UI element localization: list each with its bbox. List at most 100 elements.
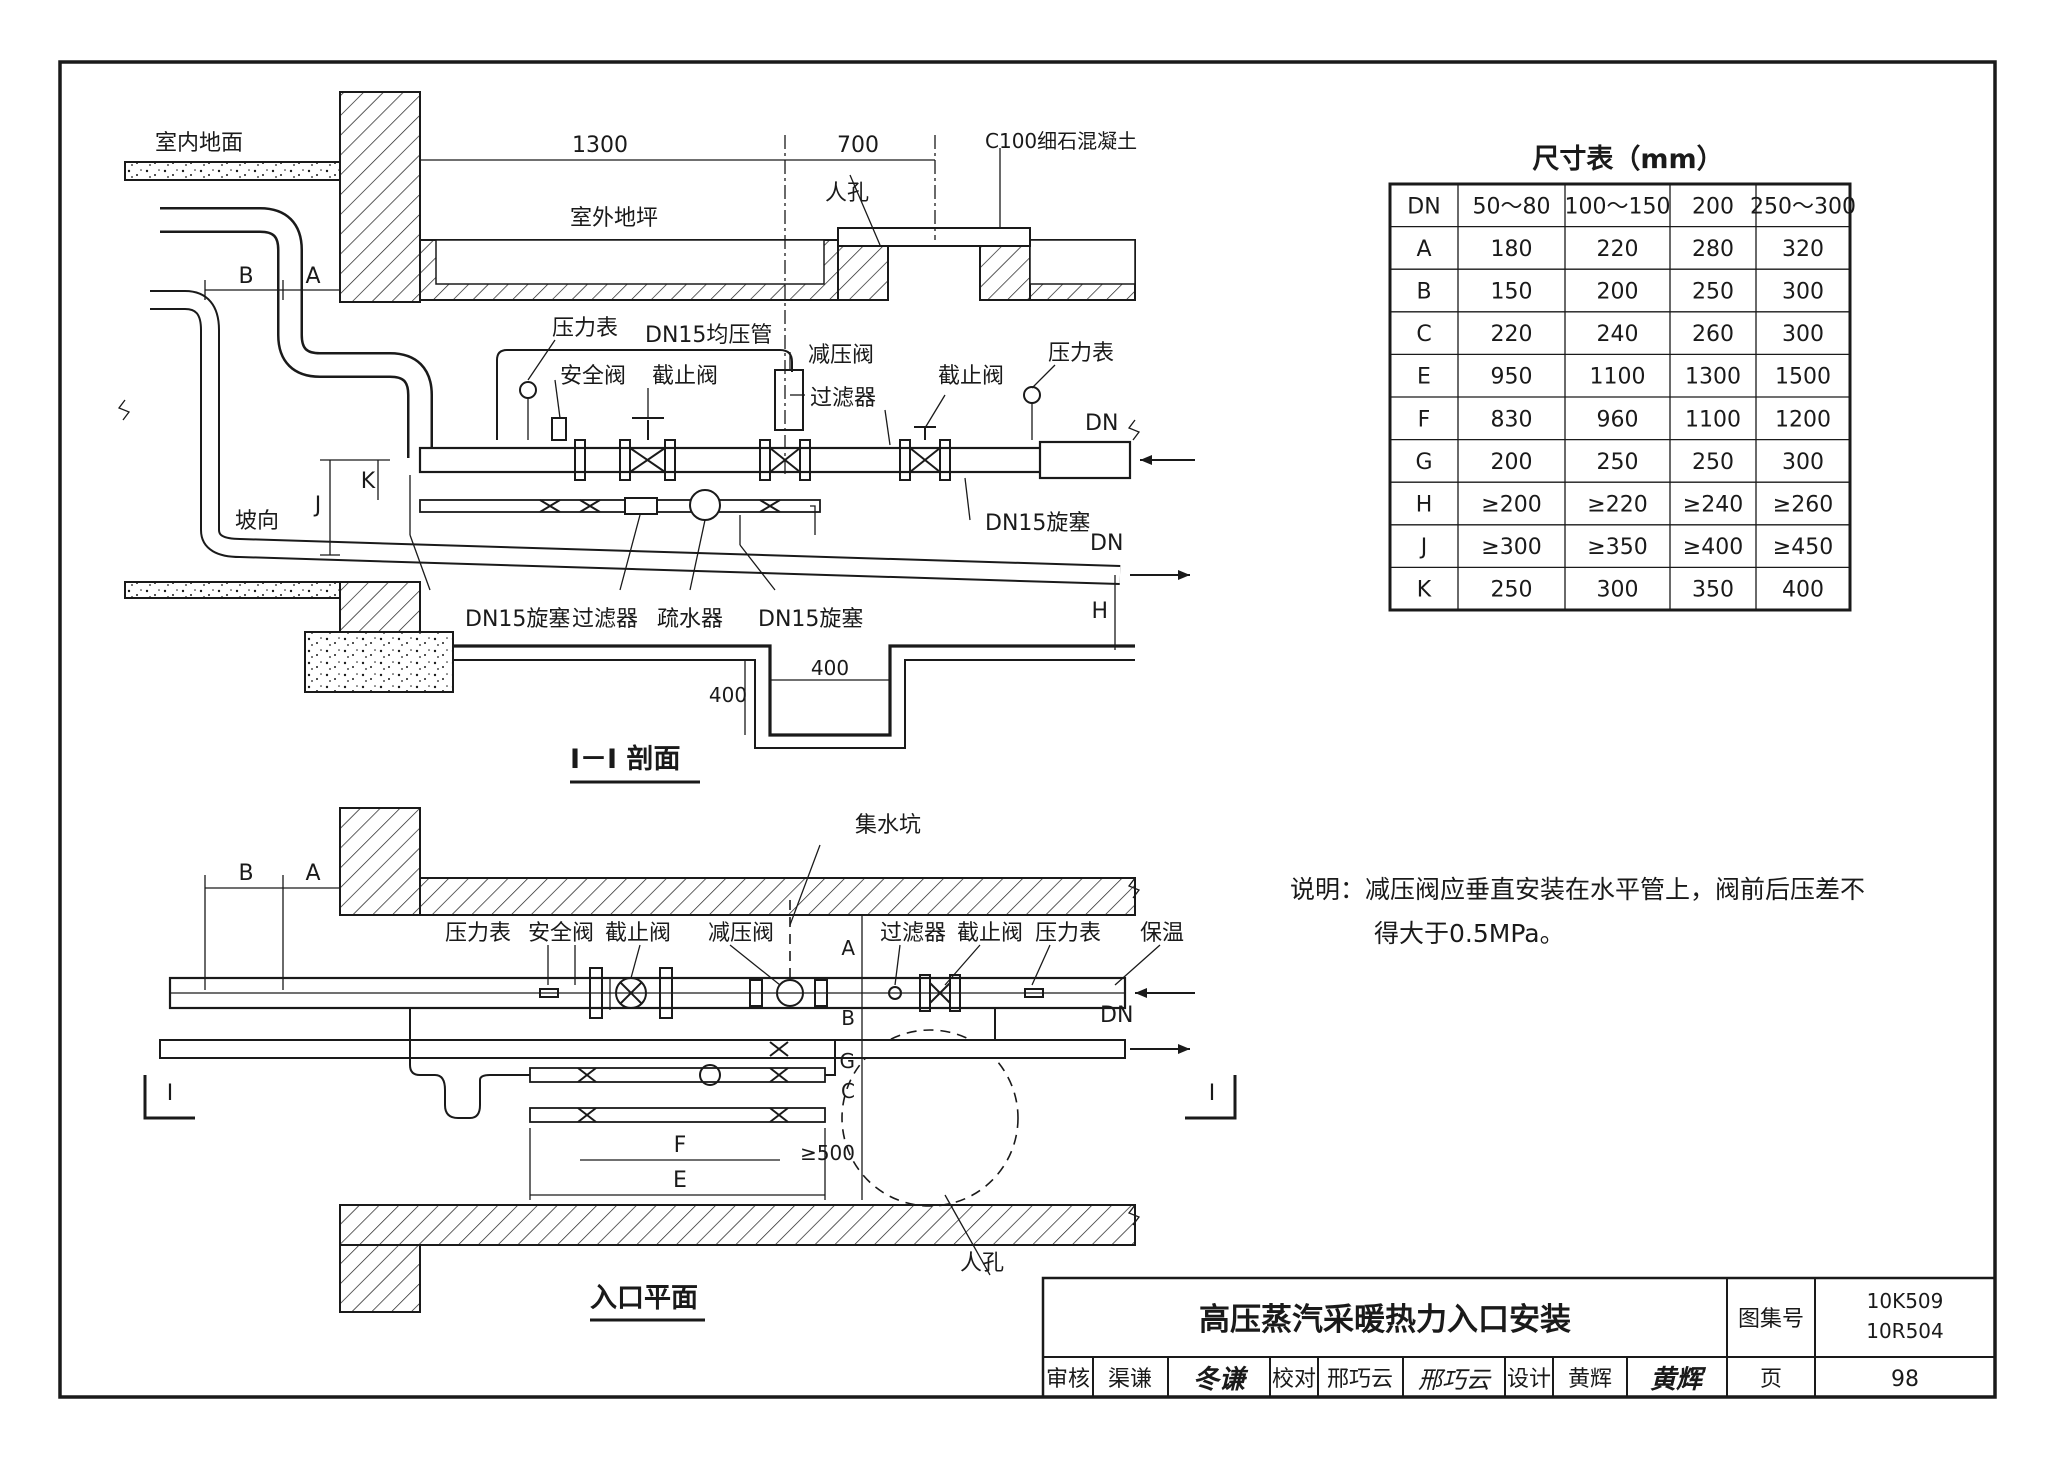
section-view-title: I－I 剖面 <box>570 743 681 775</box>
section-mark-left: I <box>167 1081 174 1106</box>
check-label: 校对 <box>1272 1367 1316 1392</box>
section-mark-right: I <box>1209 1081 1216 1106</box>
dim-700: 700 <box>837 133 879 158</box>
table-cell: J <box>1419 535 1428 560</box>
section-view: 1300 700 B A J K H 400 400 <box>117 91 1195 784</box>
table-cell: 240 <box>1597 322 1639 347</box>
table-header-cell: 250～300 <box>1750 194 1856 219</box>
dim-1300: 1300 <box>572 133 628 158</box>
label-plan-dn: DN <box>1100 1003 1133 1028</box>
table-cell: E <box>1417 365 1431 390</box>
design-label: 设计 <box>1507 1367 1551 1392</box>
table-cell: 350 <box>1692 578 1734 603</box>
table-cell: 950 <box>1491 365 1533 390</box>
table-cell: 400 <box>1782 578 1824 603</box>
label-manhole: 人孔 <box>825 181 869 206</box>
label-slope: 坡向 <box>235 509 279 534</box>
label-indoor-floor: 室内地面 <box>155 131 243 156</box>
table-cell: 280 <box>1692 237 1734 262</box>
dim-A-plan: A <box>305 861 320 886</box>
table-cell: 300 <box>1782 450 1824 475</box>
checker-name: 邢巧云 <box>1327 1367 1393 1392</box>
table-header-cell: 200 <box>1692 194 1734 219</box>
table-cell: 1500 <box>1775 365 1831 390</box>
label-cock-2: DN15旋塞 <box>465 607 570 632</box>
dim-B-plan: B <box>238 861 253 886</box>
table-cell: B <box>1416 280 1431 305</box>
table-cell: 300 <box>1597 578 1639 603</box>
dim-G: G <box>840 1049 856 1073</box>
label-concrete: C100细石混凝土 <box>985 129 1137 153</box>
label-pressure-gauge-2: 压力表 <box>1048 341 1114 366</box>
table-cell: 250 <box>1597 450 1639 475</box>
table-cell: ≥200 <box>1481 493 1541 518</box>
atlas-no-2: 10R504 <box>1866 1319 1944 1343</box>
table-cell: H <box>1416 493 1433 518</box>
table-header-cell: DN <box>1407 194 1440 219</box>
table-cell: 320 <box>1782 237 1824 262</box>
dim-B-plan-v: B <box>841 1006 855 1030</box>
table-title: 尺寸表（mm） <box>1532 144 1723 175</box>
table-cell: 250 <box>1692 450 1734 475</box>
table-cell: 300 <box>1782 322 1824 347</box>
table-cell: 150 <box>1491 280 1533 305</box>
installation-note: 说明：减压阀应垂直安装在水平管上，阀前后压差不 得大于0.5MPa。 <box>1290 868 1980 956</box>
label-pressure-gauge: 压力表 <box>552 316 618 341</box>
dim-E: E <box>673 1168 687 1193</box>
table-header-cell: 100～150 <box>1565 194 1671 219</box>
atlas-label: 图集号 <box>1738 1307 1804 1332</box>
label-plan-pressure-gauge-2: 压力表 <box>1035 921 1101 946</box>
label-plan-filter: 过滤器 <box>880 921 946 946</box>
label-pressure-reducing-valve: 减压阀 <box>808 343 874 368</box>
label-plan-pressure-reducing-valve: 减压阀 <box>708 921 774 946</box>
table-cell: 1100 <box>1685 407 1741 432</box>
label-dn-in: DN <box>1085 411 1118 436</box>
table-cell: G <box>1415 450 1432 475</box>
table-cell: 180 <box>1491 237 1533 262</box>
reviewer-signature: 冬谦 <box>1193 1365 1249 1395</box>
designer-name: 黄辉 <box>1568 1367 1612 1392</box>
dim-B-section: B <box>238 264 253 289</box>
note-line-1: 说明：减压阀应垂直安装在水平管上，阀前后压差不 <box>1290 875 1866 904</box>
table-cell: 1200 <box>1775 407 1831 432</box>
table-cell: ≥400 <box>1683 535 1743 560</box>
label-safety-valve: 安全阀 <box>560 364 626 389</box>
label-plan-pressure-gauge: 压力表 <box>445 921 511 946</box>
table-cell: F <box>1418 407 1431 432</box>
table-cell: ≥220 <box>1587 493 1647 518</box>
label-equalizing-pipe: DN15均压管 <box>645 323 772 348</box>
label-stop-valve: 截止阀 <box>652 364 718 389</box>
table-cell: 260 <box>1692 322 1734 347</box>
table-cell: ≥260 <box>1773 493 1833 518</box>
table-cell: 200 <box>1491 450 1533 475</box>
label-dn-out: DN <box>1090 531 1123 556</box>
label-plan-safety-valve: 安全阀 <box>528 921 594 946</box>
label-plan-stop-valve: 截止阀 <box>605 921 671 946</box>
dim-400-v: 400 <box>709 683 747 707</box>
page-label: 页 <box>1760 1367 1782 1392</box>
table-header-cell: 50～80 <box>1473 194 1551 219</box>
plan-view: I I B A A B G C ≥500 F E <box>143 807 1237 1322</box>
dim-F: F <box>674 1133 687 1158</box>
label-plan-stop-valve-2: 截止阀 <box>957 921 1023 946</box>
label-plan-manhole: 人孔 <box>960 1251 1004 1276</box>
note-line-2: 得大于0.5MPa。 <box>1374 919 1565 948</box>
designer-signature: 黄辉 <box>1650 1365 1707 1395</box>
table-cell: ≥240 <box>1683 493 1743 518</box>
drawing-title: 高压蒸汽采暖热力入口安装 <box>1199 1302 1571 1338</box>
atlas-no-1: 10K509 <box>1867 1289 1944 1313</box>
title-block: 高压蒸汽采暖热力入口安装 图集号 10K509 10R504 审核 渠谦 冬谦 … <box>1041 1276 1997 1399</box>
table-cell: 250 <box>1692 280 1734 305</box>
sheet-border <box>58 60 1997 1399</box>
table-cell: 1300 <box>1685 365 1741 390</box>
dim-H: H <box>1091 599 1108 624</box>
dim-C: C <box>841 1079 855 1103</box>
label-insulation: 保温 <box>1140 921 1184 946</box>
table-cell: ≥300 <box>1481 535 1541 560</box>
page-number: 98 <box>1891 1367 1919 1392</box>
label-cock-3: DN15旋塞 <box>758 607 863 632</box>
label-steam-trap: 疏水器 <box>657 607 723 632</box>
review-label: 审核 <box>1046 1367 1090 1392</box>
